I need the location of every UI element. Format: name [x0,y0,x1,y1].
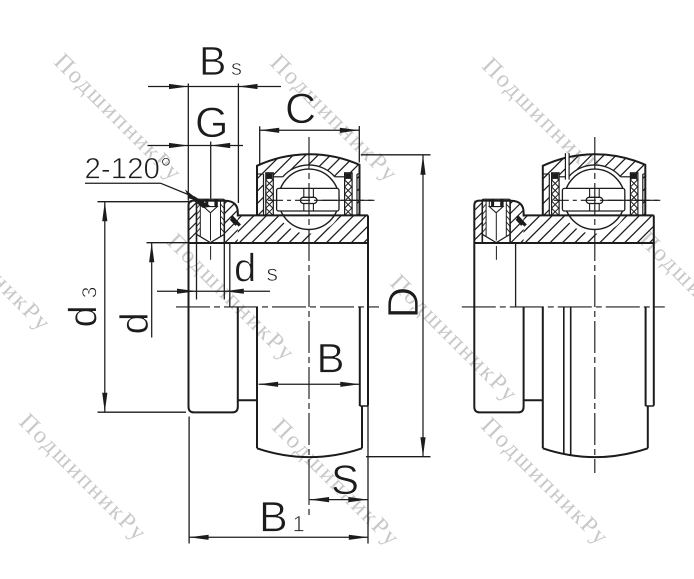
svg-text:B: B [199,38,226,84]
svg-text:d: d [113,312,157,334]
svg-text:C: C [285,85,316,133]
svg-text:2-120°: 2-120° [85,153,172,186]
svg-text:1: 1 [293,512,305,537]
svg-text:D: D [379,287,428,319]
svg-text:s: s [267,260,279,286]
svg-text:d3: d3 [62,287,106,328]
svg-text:G: G [195,99,228,147]
svg-text:d: d [234,247,256,291]
svg-text:B: B [317,334,345,381]
svg-text:S: S [331,456,359,503]
svg-text:B: B [259,494,288,542]
svg-text:s: s [231,55,242,80]
